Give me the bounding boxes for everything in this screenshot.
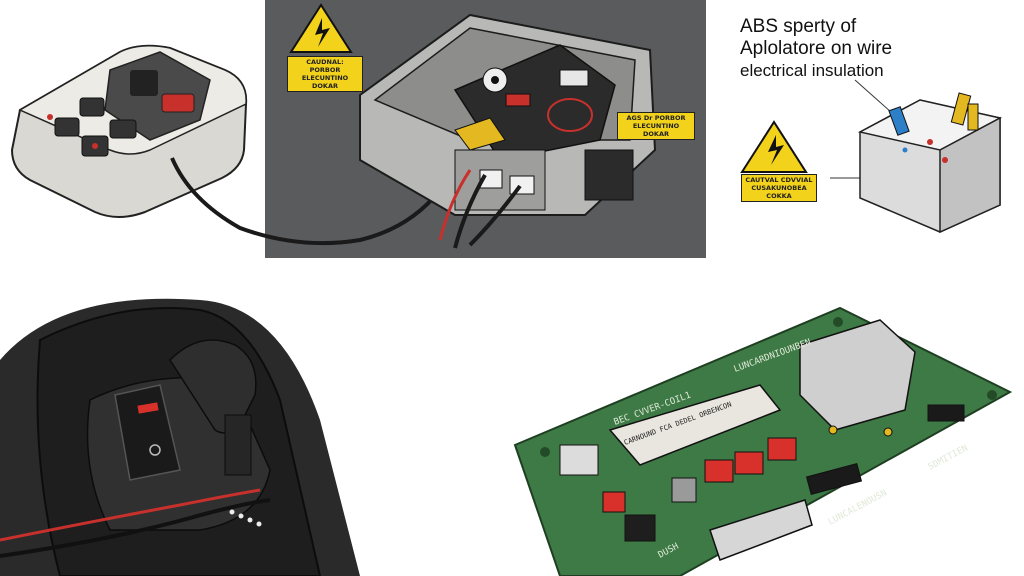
high-voltage-warning-icon: [289, 3, 353, 53]
heading-line-1: ABS sperty of: [740, 16, 857, 37]
insulation-heading: ABS sperty of Aplolatore on wire electri…: [740, 16, 1010, 82]
ic-chip: [927, 404, 965, 422]
board-label-bottom: LUNCALENOUSN: [827, 488, 889, 527]
heading-line-3: electrical insulation: [740, 61, 884, 80]
car-console: [0, 298, 360, 576]
remote-button: [109, 119, 137, 139]
caution-label-right: AGS Dr PORBOR ELECUNTINO DOKAR: [617, 112, 695, 140]
heading-line-2: Aplolatore on wire: [740, 38, 893, 59]
terminal-block: [857, 92, 1003, 234]
circuit-board: [513, 306, 1013, 576]
board-label-right: SDMITIEN: [927, 443, 970, 472]
board-switch: [767, 437, 797, 461]
remote-button: [54, 117, 80, 137]
remote-button: [79, 97, 105, 117]
high-voltage-warning-icon: [740, 120, 808, 173]
connection-cable: [170, 157, 442, 246]
junction-box: [359, 13, 657, 249]
console-switch: [114, 384, 181, 481]
board-switch: [734, 451, 764, 475]
board-switch: [602, 491, 626, 513]
control-remote: [10, 44, 248, 218]
ic-chip: [805, 462, 863, 496]
caution-label-left: CAUDNAL: PORBOR ELECUNTINO DOKAR: [287, 56, 363, 92]
board-switch: [704, 459, 734, 483]
caution-label-terminal: CAUTVAL CDVVIAL CUSAKUNOBEA COKKA: [741, 174, 817, 202]
relay-block: [799, 319, 916, 431]
